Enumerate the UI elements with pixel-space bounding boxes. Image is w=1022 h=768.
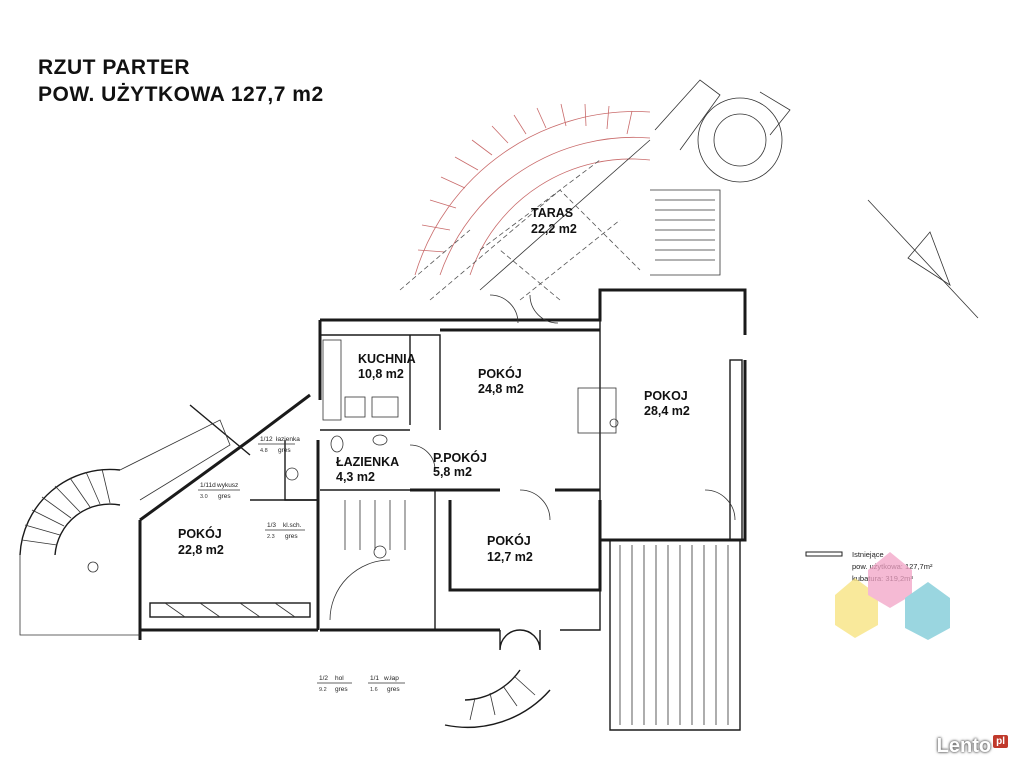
room-kuchnia-name: KUCHNIA — [358, 352, 416, 366]
svg-text:1/2: 1/2 — [319, 675, 328, 682]
terrace-area — [399, 79, 791, 301]
svg-text:1/3: 1/3 — [267, 522, 276, 529]
stamp-hol: 1/2 hol 9.2 gres — [317, 675, 352, 693]
room-pokoj-22-name: POKÓJ — [178, 526, 222, 541]
svg-text:w.łap: w.łap — [383, 675, 399, 682]
kitchen-fixtures — [285, 339, 619, 481]
stamp-wlap: 1/1 w.łap 1.6 gres — [368, 675, 405, 693]
stamp-lazienka: 1/12 łazienka 4.8 gres — [258, 436, 300, 454]
watermark-text: Lento — [936, 735, 992, 757]
svg-text:1/11d: 1/11d — [200, 482, 216, 489]
room-labels: TARAS 22,2 m2 KUCHNIA 10,8 m2 POKÓJ 24,8… — [178, 206, 690, 564]
svg-text:1/12: 1/12 — [260, 436, 273, 443]
svg-text:3.0: 3.0 — [200, 494, 208, 500]
room-ppokoj-name: P.POKÓJ — [433, 450, 487, 465]
room-ppokoj-area: 5,8 m2 — [433, 465, 472, 479]
spiral-stair-left — [19, 419, 231, 636]
room-kuchnia-area: 10,8 m2 — [358, 367, 404, 381]
stamp-klatka: 1/3 kl.sch. 2.3 gres — [265, 522, 305, 540]
stamp-wykusz: 1/11d wykusz 3.0 gres — [198, 482, 240, 500]
svg-text:gres: gres — [218, 493, 231, 500]
room-lazienka-area: 4,3 m2 — [336, 470, 375, 484]
inner-stair — [329, 500, 406, 621]
spiral-stair-bottom — [444, 629, 551, 728]
north-arrow-icon — [867, 199, 979, 319]
plan-title: RZUT PARTER — [38, 56, 191, 79]
svg-text:gres: gres — [278, 447, 291, 454]
room-taras-area: 22,2 m2 — [531, 222, 577, 236]
svg-text:2.3: 2.3 — [267, 534, 275, 540]
room-taras-name: TARAS — [531, 206, 573, 220]
svg-text:hol: hol — [335, 675, 344, 682]
room-lazienka-name: ŁAZIENKA — [336, 455, 399, 469]
watermark-logo-icon — [835, 552, 950, 640]
svg-text:łazienka: łazienka — [276, 436, 300, 443]
room-pokoj-22-area: 22,8 m2 — [178, 543, 224, 557]
svg-text:gres: gres — [285, 533, 298, 540]
room-pokoj-24-name: POKÓJ — [478, 366, 522, 381]
svg-text:kl.sch.: kl.sch. — [283, 522, 302, 529]
room-pokoj-24-area: 24,8 m2 — [478, 382, 524, 396]
svg-text:9.2: 9.2 — [319, 687, 327, 693]
room-pokoj-12-name: POKÓJ — [487, 533, 531, 548]
walls — [138, 288, 747, 640]
legend-label: Istniejące — [852, 550, 884, 559]
svg-text:wykusz: wykusz — [216, 482, 238, 489]
garage-area — [609, 540, 741, 731]
room-pokoj-12-area: 12,7 m2 — [487, 550, 533, 564]
svg-text:1.6: 1.6 — [370, 687, 378, 693]
room-stamps: 1/12 łazienka 4.8 gres 1/11d wykusz 3.0 … — [198, 436, 405, 693]
watermark-badge: pl — [993, 735, 1008, 748]
room-pokoj-28-name: POKOJ — [644, 389, 688, 403]
plan-subtitle: POW. UŻYTKOWA 127,7 m2 — [38, 83, 324, 106]
svg-text:1/1: 1/1 — [370, 675, 379, 682]
windows — [149, 359, 743, 618]
svg-text:gres: gres — [387, 686, 400, 693]
doors — [409, 294, 736, 521]
svg-text:4.8: 4.8 — [260, 448, 268, 454]
svg-text:gres: gres — [335, 686, 348, 693]
room-pokoj-28-area: 28,4 m2 — [644, 404, 690, 418]
